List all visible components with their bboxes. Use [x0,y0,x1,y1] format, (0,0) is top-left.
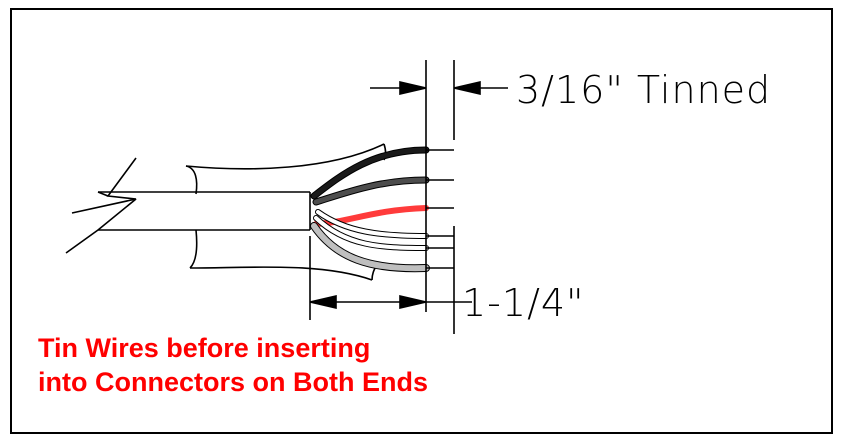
wire-white-1 [315,209,429,239]
strip-dimension-label: 1-1/4" [462,281,585,325]
wire-light-gray [310,222,430,273]
wire-white-2 [313,215,429,251]
tinned-dimension-arrows [370,80,508,96]
note-line-2: into Connectors on Both Ends [38,367,428,397]
wire-end-ticks [426,149,454,269]
tinned-dimension-label: 3/16" Tinned [516,68,771,112]
break-line-symbol [65,157,137,254]
strip-dimension-arrows [309,294,472,310]
wire-dark-gray [312,176,430,206]
extension-lines [309,60,455,334]
drawing-frame [10,8,833,434]
wire-black [310,146,430,200]
cable-jacket [98,191,311,231]
note-line-1: Tin Wires before inserting [38,333,371,363]
cable-sleeve [185,143,387,281]
